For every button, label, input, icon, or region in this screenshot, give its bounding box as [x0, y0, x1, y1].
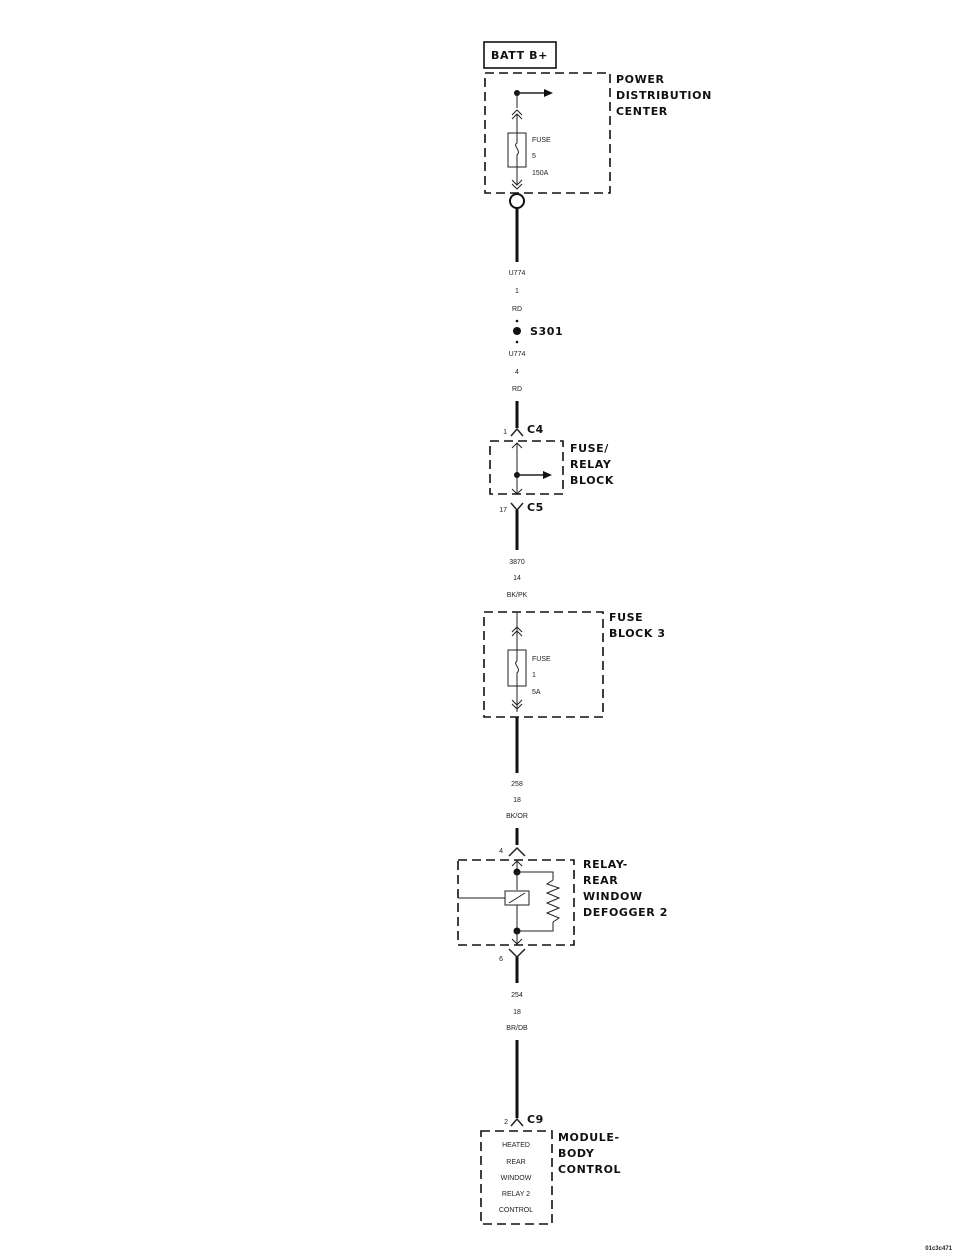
frb-box: [489, 440, 564, 495]
fb3-fuse-number: 1: [532, 672, 536, 679]
bcm-label-3: CONTROL: [558, 1163, 621, 1176]
bcm-inner-4: RELAY 2: [502, 1191, 530, 1198]
pdc-box: [484, 72, 611, 194]
frb-bus-arrow: [543, 471, 552, 479]
bcm-label-2: BODY: [558, 1147, 595, 1160]
relay-pin6-connector-icon: [508, 948, 526, 959]
fb3-label-1: FUSE: [609, 611, 643, 624]
bcm-label-1: MODULE-: [558, 1131, 620, 1144]
c4-pin: 1: [503, 429, 507, 436]
relay-contact-blade: [508, 892, 526, 904]
wire1-circuit: U774: [509, 270, 526, 277]
wire4-gauge: 18: [513, 797, 521, 804]
c9-name: C9: [527, 1113, 544, 1126]
wire1-gauge: 1: [515, 288, 519, 295]
wire2-circuit: U774: [509, 351, 526, 358]
batt-box: [483, 41, 557, 69]
wire3-circuit: 3870: [509, 559, 525, 566]
c5-pin: 17: [499, 507, 507, 514]
pdc-fuse-rating: 150A: [532, 170, 549, 177]
bcm-inner-1: HEATED: [502, 1142, 530, 1149]
frb-label-2: RELAY: [570, 458, 612, 471]
splice-s301: [513, 327, 521, 335]
pdc-bus-arrow: [544, 89, 553, 97]
splice-dot-top: [515, 319, 519, 323]
relay-label-1: RELAY-: [583, 858, 628, 871]
relay-chevron-bottom: [511, 938, 523, 945]
c5-connector-icon: [510, 502, 524, 512]
batt-label: BATT B+: [491, 49, 548, 62]
pdc-terminal: [509, 193, 525, 209]
relay-pin-top: 4: [499, 848, 503, 855]
frb-chevron-bottom: [511, 488, 523, 495]
relay-pin-bottom: 6: [499, 956, 503, 963]
pdc-fuse-number: 5: [532, 153, 536, 160]
pdc-fuse-label: FUSE: [532, 137, 551, 144]
relay-pin4-connector-icon: [508, 846, 526, 857]
fb3-box: [483, 611, 604, 718]
frb-label-1: FUSE/: [570, 442, 609, 455]
wire2-color: RD: [512, 386, 522, 393]
c5-name: C5: [527, 501, 544, 514]
wire5-gauge: 18: [513, 1009, 521, 1016]
c9-connector-icon: [510, 1117, 524, 1127]
bcm-box: [480, 1130, 553, 1225]
relay-label-4: DEFOGGER 2: [583, 906, 668, 919]
frb-label-3: BLOCK: [570, 474, 614, 487]
pdc-fuse-element: [515, 133, 519, 167]
bcm-inner-2: REAR: [506, 1159, 525, 1166]
bcm-inner-5: CONTROL: [499, 1207, 533, 1214]
splice-label: S301: [530, 325, 563, 338]
wire4-color: BK/OR: [506, 813, 528, 820]
relay-coil-icon: [545, 879, 561, 923]
relay-box: [457, 859, 575, 946]
wire5-circuit: 254: [511, 992, 523, 999]
wire3-color: BK/PK: [507, 592, 528, 599]
c4-name: C4: [527, 423, 544, 436]
relay-label-2: REAR: [583, 874, 618, 887]
relay-label-3: WINDOW: [583, 890, 643, 903]
fb3-fuse-element: [515, 650, 519, 686]
wire4-circuit: 258: [511, 781, 523, 788]
wire5-color: BR/DB: [506, 1025, 528, 1032]
fb3-chevron-top: [511, 626, 523, 637]
reference-code: 01c3c471: [925, 1246, 952, 1252]
fb3-fuse-label: FUSE: [532, 656, 551, 663]
wire2-gauge: 4: [515, 369, 519, 376]
relay-coil-loop: [517, 871, 554, 932]
wire3-gauge: 14: [513, 575, 521, 582]
fb3-fuse-rating: 5A: [532, 689, 541, 696]
pdc-label-1: POWER: [616, 73, 665, 86]
c9-pin: 2: [504, 1119, 508, 1126]
c4-connector-icon: [510, 427, 524, 437]
pdc-label-2: DISTRIBUTION: [616, 89, 712, 102]
fb3-chevron-bottom: [511, 699, 523, 710]
pdc-chevron-bottom: [511, 179, 523, 190]
wire1-color: RD: [512, 306, 522, 313]
fb3-label-2: BLOCK 3: [609, 627, 666, 640]
splice-dot-bottom: [515, 340, 519, 344]
bcm-inner-3: WINDOW: [501, 1175, 532, 1182]
pdc-label-3: CENTER: [616, 105, 668, 118]
